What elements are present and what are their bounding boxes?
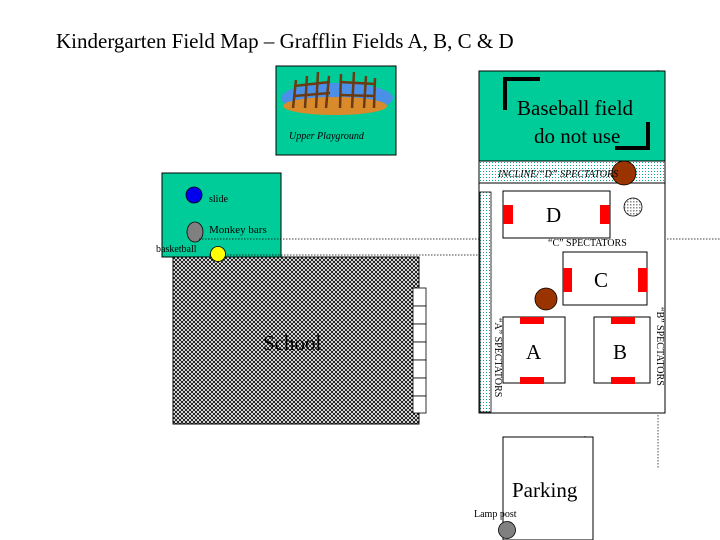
c-spectators-label: “C” SPECTATORS [548, 238, 627, 249]
field-a-goal-top [520, 317, 544, 324]
field-c-goal-right [638, 268, 647, 292]
field-a-goal-bottom [520, 377, 544, 384]
incline-spectators-label: INCLINE/“D” SPECTATORS [498, 169, 619, 180]
a-spectators-label: “A” SPECTATORS [492, 318, 503, 398]
parking-label: Parking [512, 478, 578, 502]
field-a-label: A [526, 340, 542, 364]
lamp-post-marker [498, 521, 516, 539]
baseball-label-line2: do not use [534, 124, 621, 148]
field-d-label: D [546, 203, 562, 227]
slide-label: slide [209, 194, 228, 205]
a-spectators-strip [479, 191, 492, 413]
gray-ball-marker [623, 197, 643, 217]
field-b-goal-top [611, 317, 635, 324]
upper-playground-label: Upper Playground [289, 131, 364, 142]
lamp-post-label: Lamp post [474, 509, 517, 520]
field-d-goal-left [503, 205, 513, 224]
monkey-bars-label: Monkey bars [209, 224, 267, 236]
baseball-label-line1: Baseball field [517, 96, 634, 120]
ball-marker-incline [611, 160, 637, 186]
field-c-label: C [594, 268, 609, 292]
field-c-goal-left [563, 268, 572, 292]
basketball-marker [210, 246, 226, 262]
field-b [593, 316, 651, 384]
baseball-brackets [503, 77, 650, 150]
slide-marker [185, 186, 203, 204]
school-windows [412, 287, 427, 414]
field-b-goal-bottom [611, 377, 635, 384]
playground-picture [281, 71, 393, 115]
monkey-bars-marker [186, 221, 204, 243]
field-d [502, 190, 611, 239]
page-title: Kindergarten Field Map – Grafflin Fields… [56, 29, 514, 53]
field-c [562, 251, 648, 306]
basketball-label: basketball [156, 244, 197, 255]
field-d-goal-right [600, 205, 610, 224]
field-b-label: B [613, 340, 628, 364]
play-equipment-area [161, 172, 282, 258]
parking-lot [502, 436, 594, 540]
ball-marker-center [534, 287, 558, 311]
school-label: School [263, 331, 322, 355]
b-spectators-label: “B” SPECTATORS [654, 307, 665, 386]
field-a [502, 316, 566, 384]
